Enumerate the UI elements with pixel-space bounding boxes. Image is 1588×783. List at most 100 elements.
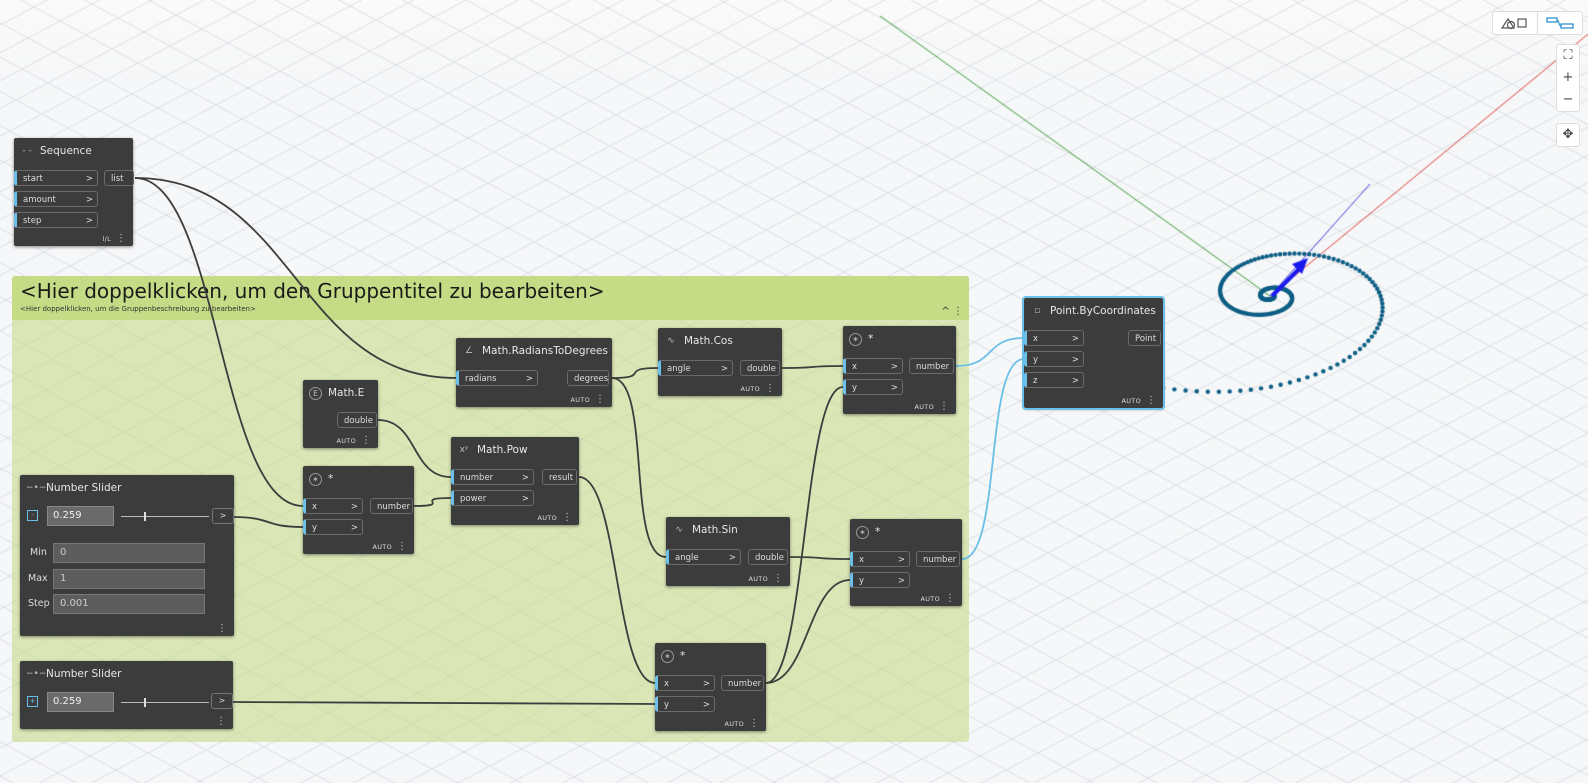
lacing-label[interactable]: AUTO <box>1121 397 1141 405</box>
output-port-value[interactable]: > <box>211 693 233 709</box>
collapse-slider-button[interactable]: - <box>27 510 38 521</box>
pan-control[interactable]: ✥ <box>1556 123 1580 147</box>
node-menu-icon[interactable]: ⋮ <box>562 512 572 523</box>
node-menu-icon[interactable]: ⋮ <box>116 233 126 244</box>
slider-value-field[interactable]: 0.259 <box>47 506 114 526</box>
lacing-label[interactable]: AUTO <box>336 437 356 445</box>
output-port-result[interactable]: result <box>542 469 577 485</box>
output-port-number[interactable]: number <box>370 498 413 514</box>
node-sequence[interactable]: - -Sequence start> amount> step> list l/… <box>14 138 134 246</box>
lacing-label[interactable]: AUTO <box>537 514 557 522</box>
input-port-angle[interactable]: angle> <box>658 360 733 376</box>
node-menu-icon[interactable]: ⋮ <box>945 593 955 604</box>
group-controls[interactable]: ^ ⋮ <box>941 306 963 317</box>
output-port-double[interactable]: double <box>748 549 788 565</box>
zoom-in-icon[interactable]: + <box>1562 70 1574 85</box>
node-title: * <box>328 473 334 485</box>
lacing-label[interactable]: AUTO <box>570 396 590 404</box>
node-title: Math.E <box>328 387 365 399</box>
output-port-value[interactable]: > <box>212 508 234 524</box>
lacing-label[interactable]: AUTO <box>914 403 934 411</box>
lacing-label[interactable]: AUTO <box>740 385 760 393</box>
node-menu-icon[interactable]: ⋮ <box>765 383 775 394</box>
view-mode-toolbar[interactable] <box>1492 11 1583 35</box>
input-port-y[interactable]: y> <box>843 379 903 395</box>
node-point-by-coordinates[interactable]: ▫Point.ByCoordinates x> y> z> Point AUTO… <box>1022 296 1165 410</box>
input-port-x[interactable]: x> <box>303 498 363 514</box>
node-multiply-1[interactable]: ✶* x> y> number AUTO ⋮ <box>843 326 956 414</box>
3d-preview-icon[interactable] <box>1493 12 1537 34</box>
node-multiply-4[interactable]: ✶* x> y> number AUTO ⋮ <box>655 643 766 731</box>
input-port-number[interactable]: number> <box>451 469 534 485</box>
graph-view-icon[interactable] <box>1537 12 1582 34</box>
output-port-double[interactable]: double <box>740 360 780 376</box>
output-port-list[interactable]: list <box>104 170 134 186</box>
multiply-icon: ✶ <box>309 472 322 486</box>
group-description[interactable]: <Hier doppelklicken, um die Gruppenbesch… <box>20 305 256 313</box>
slider-value-field[interactable]: 0.259 <box>47 692 114 712</box>
max-field[interactable]: 1 <box>53 569 205 589</box>
node-number-slider-1[interactable]: −•−Number Slider - 0.259 > Min 0 Max 1 S… <box>20 475 234 636</box>
collapse-icon[interactable]: ^ <box>941 306 950 317</box>
node-menu-icon[interactable]: ⋮ <box>217 623 227 634</box>
group-title[interactable]: <Hier doppelklicken, um den Gruppentitel… <box>20 279 605 303</box>
zoom-controls[interactable]: ⛶ + − <box>1556 44 1580 112</box>
lacing-label[interactable]: AUTO <box>748 575 768 583</box>
zoom-fit-icon[interactable]: ⛶ <box>1563 48 1573 63</box>
node-menu-icon[interactable]: ⋮ <box>361 435 371 446</box>
slider-track[interactable] <box>121 702 209 703</box>
node-menu-icon[interactable]: ⋮ <box>216 716 226 727</box>
input-port-radians[interactable]: radians> <box>456 370 538 386</box>
input-port-y[interactable]: y> <box>303 519 363 535</box>
output-port-point[interactable]: Point <box>1128 330 1161 346</box>
slider-track[interactable] <box>121 516 209 517</box>
input-port-y[interactable]: y> <box>1024 351 1084 367</box>
group-header[interactable]: <Hier doppelklicken, um den Gruppentitel… <box>12 276 969 320</box>
expand-slider-button[interactable]: + <box>27 696 38 707</box>
node-math-sin[interactable]: ∿Math.Sin angle> double AUTO ⋮ <box>666 517 790 586</box>
lacing-label[interactable]: AUTO <box>920 595 940 603</box>
input-port-start[interactable]: start> <box>14 170 98 186</box>
output-port-degrees[interactable]: degrees <box>567 370 609 386</box>
zoom-out-icon[interactable]: − <box>1562 92 1574 107</box>
slider-thumb[interactable] <box>143 512 146 521</box>
node-multiply-2[interactable]: ✶ * x> y> number AUTO ⋮ <box>303 466 414 554</box>
min-field[interactable]: 0 <box>53 543 205 563</box>
node-menu-icon[interactable]: ⋮ <box>1146 395 1156 406</box>
output-port-number[interactable]: number <box>721 675 764 691</box>
step-field[interactable]: 0.001 <box>53 594 205 614</box>
output-port-double[interactable]: double <box>337 412 377 428</box>
node-title: Number Slider <box>46 668 122 680</box>
node-number-slider-2[interactable]: −•−Number Slider + 0.259 > ⋮ <box>20 661 233 729</box>
input-port-x[interactable]: x> <box>843 358 903 374</box>
input-port-amount[interactable]: amount> <box>14 191 98 207</box>
pan-icon[interactable]: ✥ <box>1562 127 1574 142</box>
output-port-number[interactable]: number <box>916 551 960 567</box>
group-menu-icon[interactable]: ⋮ <box>953 306 963 317</box>
lacing-label[interactable]: AUTO <box>372 543 392 551</box>
node-radians-to-degrees[interactable]: ∠Math.RadiansToDegrees radians> degrees … <box>456 338 612 407</box>
lacing-label[interactable]: AUTO <box>724 720 744 728</box>
node-menu-icon[interactable]: ⋮ <box>397 541 407 552</box>
input-port-z[interactable]: z> <box>1024 372 1084 388</box>
lacing-label[interactable]: l/L <box>102 235 111 243</box>
node-menu-icon[interactable]: ⋮ <box>939 401 949 412</box>
node-menu-icon[interactable]: ⋮ <box>749 718 759 729</box>
input-port-x[interactable]: x> <box>850 551 910 567</box>
node-multiply-3[interactable]: ✶* x> y> number AUTO ⋮ <box>850 519 962 606</box>
node-menu-icon[interactable]: ⋮ <box>595 394 605 405</box>
input-port-x[interactable]: x> <box>655 675 715 691</box>
input-port-power[interactable]: power> <box>451 490 534 506</box>
input-port-x[interactable]: x> <box>1024 330 1084 346</box>
input-port-angle[interactable]: angle> <box>666 549 741 565</box>
node-menu-icon[interactable]: ⋮ <box>773 573 783 584</box>
input-port-step[interactable]: step> <box>14 212 98 228</box>
input-port-y[interactable]: y> <box>655 696 715 712</box>
input-port-y[interactable]: y> <box>850 572 910 588</box>
node-math-cos[interactable]: ∿Math.Cos angle> double AUTO ⋮ <box>658 328 782 396</box>
output-port-number[interactable]: number <box>909 358 954 374</box>
slider-thumb[interactable] <box>143 698 146 707</box>
